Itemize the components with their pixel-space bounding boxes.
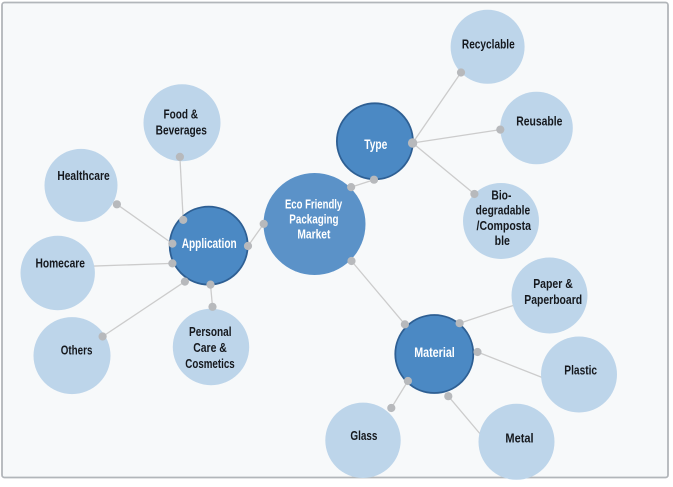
svg-text:Beverages: Beverages [156, 123, 207, 137]
svg-text:Metal: Metal [505, 431, 533, 445]
svg-text:Glass: Glass [350, 429, 377, 443]
svg-text:Paper &: Paper & [533, 277, 573, 291]
svg-text:Market: Market [297, 227, 331, 242]
svg-text:Bio-: Bio- [491, 188, 511, 202]
svg-text:Material: Material [414, 345, 455, 360]
svg-text:Food &: Food & [164, 108, 199, 122]
svg-text:Plastic: Plastic [564, 364, 597, 378]
svg-text:Paperboard: Paperboard [524, 293, 582, 307]
svg-text:Reusable: Reusable [516, 115, 562, 129]
svg-text:/Composta: /Composta [477, 219, 532, 233]
svg-text:Healthcare: Healthcare [57, 169, 109, 183]
svg-text:Homecare: Homecare [35, 256, 85, 270]
svg-text:Cosmetics: Cosmetics [185, 357, 234, 371]
svg-text:Personal: Personal [189, 325, 232, 339]
svg-text:Packaging: Packaging [289, 211, 338, 226]
svg-text:ble: ble [495, 234, 510, 248]
svg-text:Others: Others [61, 344, 93, 358]
svg-text:Application: Application [182, 236, 237, 251]
svg-text:Care &: Care & [193, 341, 227, 355]
svg-text:Recyclable: Recyclable [462, 37, 515, 51]
svg-text:degradable: degradable [476, 204, 531, 218]
svg-text:Eco Friendly: Eco Friendly [285, 196, 343, 211]
svg-text:Type: Type [364, 137, 387, 152]
